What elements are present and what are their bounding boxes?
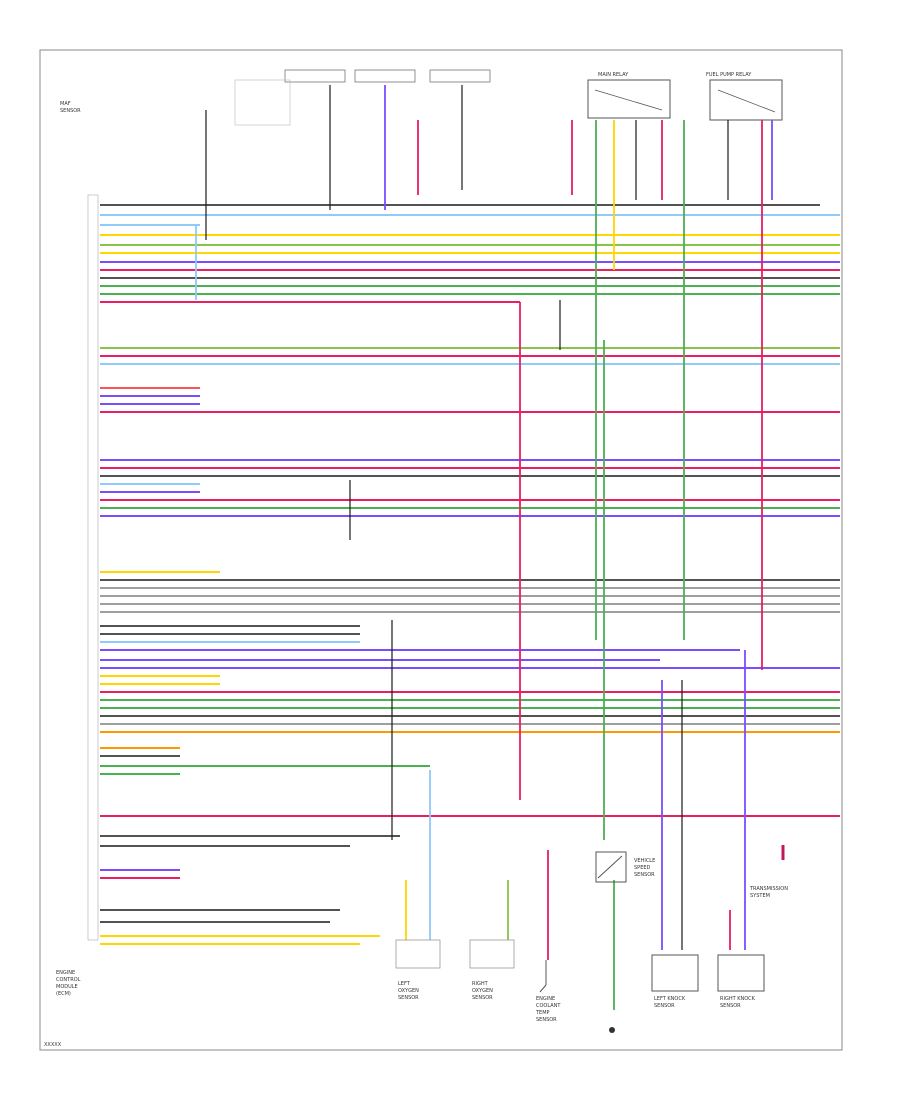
label-bottom-1-b: OXYGEN [398, 988, 419, 994]
label-bottom-4-c: SENSOR [634, 872, 655, 878]
module-label-line-4: (ECM) [56, 991, 71, 997]
wire-layer [100, 85, 840, 1010]
label-bottom-2-b: OXYGEN [472, 988, 493, 994]
module-label-line-2: CONTROL [56, 977, 81, 983]
relay-top-right-1 [587, 79, 671, 119]
label-bottom-4-b: SPEED [634, 865, 651, 871]
label-sensor-top-left-2: SENSOR [60, 108, 81, 114]
top-component-left [234, 69, 491, 126]
bottom-left-code: XXXXX [44, 1042, 62, 1048]
component-labels: MAF SENSOR MAIN RELAY FUEL PUMP RELAY LE… [60, 72, 788, 1023]
module-label-line-3: MODULE [56, 984, 78, 990]
label-bottom-3-b: COOLANT [536, 1003, 561, 1009]
label-relay-2: FUEL PUMP RELAY [706, 72, 752, 78]
label-bottom-3-d: SENSOR [536, 1017, 557, 1023]
label-bottom-1-a: LEFT [398, 981, 411, 987]
label-bottom-6-b: SENSOR [720, 1003, 741, 1009]
label-bottom-4-a: VEHICLE [634, 858, 655, 864]
label-bottom-7-a: TRANSMISSION [749, 886, 788, 892]
label-bottom-3-a: ENGINE [536, 996, 555, 1002]
module-label: ENGINE CONTROL MODULE (ECM) [56, 970, 81, 997]
label-bottom-6-a: RIGHT KNOCK [720, 996, 756, 1002]
label-bottom-1-c: SENSOR [398, 995, 419, 1001]
ecm-module [87, 194, 99, 941]
label-bottom-5-a: LEFT KNOCK [654, 996, 686, 1002]
diagram-frame [39, 49, 843, 1051]
label-bottom-3-c: TEMP [535, 1010, 550, 1016]
label-bottom-2-c: SENSOR [472, 995, 493, 1001]
bottom-component-boxes [395, 845, 785, 1033]
label-sensor-top-left-1: MAF [60, 101, 71, 107]
label-bottom-7-b: SYSTEM [750, 893, 770, 899]
label-bottom-2-a: RIGHT [472, 981, 489, 987]
label-relay-1: MAIN RELAY [598, 72, 629, 78]
module-label-line-1: ENGINE [56, 970, 75, 976]
relay-top-right-2 [709, 79, 783, 121]
label-bottom-5-b: SENSOR [654, 1003, 675, 1009]
